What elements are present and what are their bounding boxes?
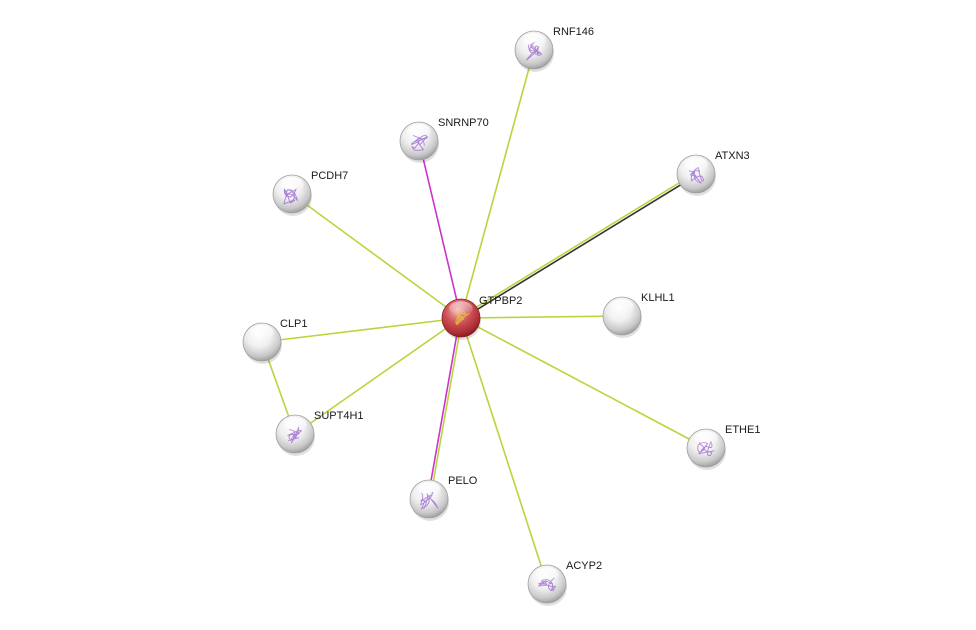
node-label: GTPBP2 [479,295,522,307]
node-label: SNRNP70 [438,117,489,129]
nodes-layer: GTPBP2 RNF146SNRNP70ATXN3PCDH7KLHL1CLP1SU… [242,26,760,606]
node-highlight [535,567,559,582]
node-highlight [694,431,718,446]
node-label: RNF146 [553,26,594,38]
node-highlight [283,417,307,432]
node-gtpbp2[interactable]: GTPBP2 [441,295,522,340]
edge-evidence-line [418,140,462,319]
node-label: ETHE1 [725,424,760,436]
node-label: PELO [448,475,478,487]
edge-evidence-line [261,317,462,343]
protein-structure-icon [283,188,298,205]
node-highlight [417,482,441,497]
edge-gtpbp2-pelo[interactable] [427,317,463,500]
edge-evidence-line [461,174,698,320]
node-label: KLHL1 [641,292,675,304]
protein-structure-icon [688,166,704,184]
node-highlight [449,301,473,316]
node-highlight [610,299,634,314]
node-label: ATXN3 [715,150,750,162]
protein-structure-icon [455,310,471,326]
edge-evidence-line [294,317,462,435]
node-label: SUPT4H1 [314,410,364,422]
edge-gtpbp2-pcdh7[interactable] [291,193,462,319]
node-snrnp70[interactable]: SNRNP70 [399,117,489,163]
node-atxn3[interactable]: ATXN3 [676,150,750,196]
protein-structure-icon [526,41,543,61]
protein-structure-icon [420,491,439,510]
node-highlight [250,325,274,340]
node-label: ACYP2 [566,560,602,572]
protein-structure-icon [538,577,557,592]
protein-structure-icon [697,441,715,457]
edge-gtpbp2-klhl1[interactable] [460,315,623,319]
edge-gtpbp2-atxn3[interactable] [459,172,698,320]
node-highlight [407,124,431,139]
node-pcdh7[interactable]: PCDH7 [272,170,348,216]
edge-evidence-line [460,49,535,319]
edge-evidence-line [427,317,461,499]
node-supt4h1[interactable]: SUPT4H1 [275,410,364,456]
edge-gtpbp2-acyp2[interactable] [460,317,548,585]
edge-gtpbp2-ethe1[interactable] [460,317,707,449]
edge-gtpbp2-rnf146[interactable] [460,49,535,319]
node-ethe1[interactable]: ETHE1 [686,424,760,470]
edge-gtpbp2-clp1[interactable] [261,317,462,343]
node-label: PCDH7 [311,170,348,182]
node-pelo[interactable]: PELO [409,475,478,521]
edge-gtpbp2-supt4h1[interactable] [294,317,462,435]
edge-evidence-line [429,318,463,500]
edge-gtpbp2-snrnp70[interactable] [418,140,462,319]
node-highlight [684,157,708,172]
node-rnf146[interactable]: RNF146 [514,26,594,72]
node-acyp2[interactable]: ACYP2 [527,560,602,606]
node-highlight [522,33,546,48]
edge-evidence-line [291,193,462,319]
edge-evidence-line [460,317,707,449]
node-clp1[interactable]: CLP1 [242,318,308,364]
node-label: CLP1 [280,318,308,330]
node-klhl1[interactable]: KLHL1 [602,292,675,338]
edge-evidence-line [460,317,548,585]
node-highlight [280,177,304,192]
edge-evidence-line [459,172,696,318]
edge-evidence-line [460,315,623,319]
